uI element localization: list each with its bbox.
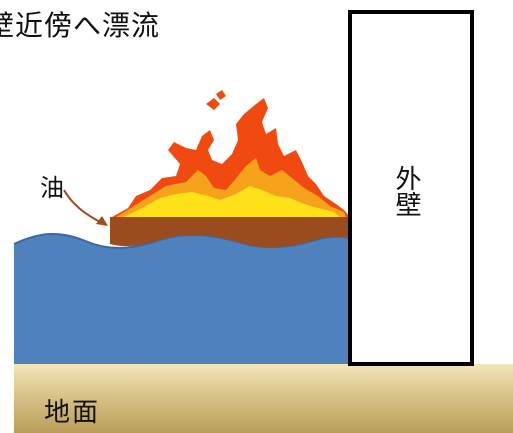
oil-layer bbox=[110, 217, 350, 248]
oil-pointer-arrow bbox=[63, 189, 105, 225]
ground bbox=[14, 364, 513, 433]
wall-label: 外壁 bbox=[391, 165, 421, 217]
flame-spark-2 bbox=[216, 90, 226, 100]
flame-spark-1 bbox=[206, 98, 220, 110]
oil-pointer-arrowhead bbox=[96, 216, 108, 226]
water-surface-line bbox=[13, 232, 351, 249]
water bbox=[14, 233, 350, 364]
flame-inner bbox=[124, 186, 340, 217]
flame-spark-3 bbox=[240, 128, 252, 142]
oil-label: 油 bbox=[40, 174, 64, 202]
diagram-title: 壁近傍へ漂流 bbox=[0, 9, 161, 42]
fire bbox=[112, 90, 350, 217]
exterior-wall bbox=[348, 10, 474, 366]
ground-label: 地面 bbox=[44, 398, 101, 428]
